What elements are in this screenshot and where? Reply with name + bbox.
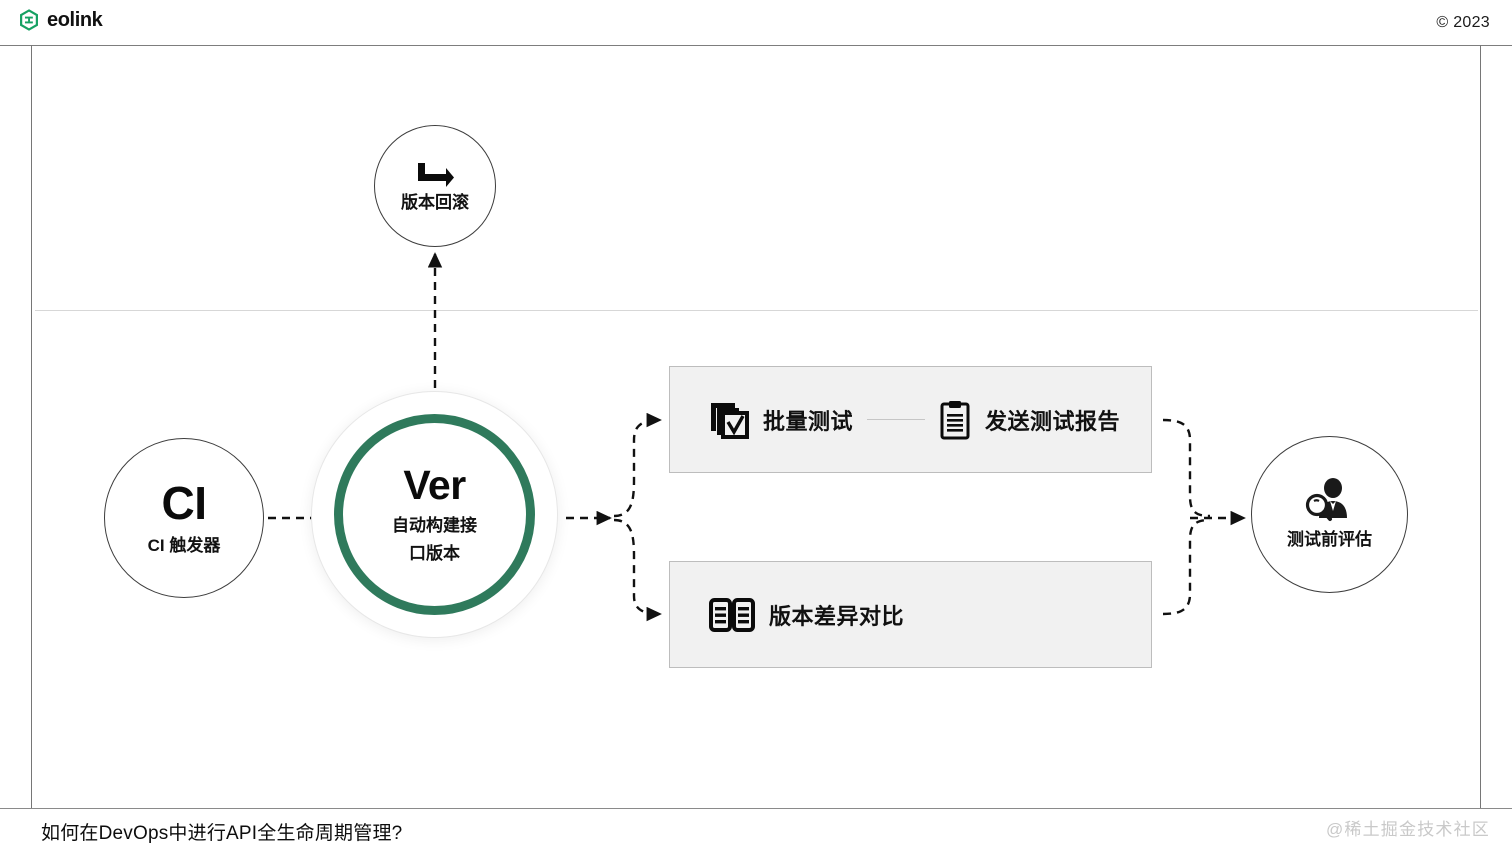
node-label-line2: 口版本 xyxy=(409,544,460,563)
panel-item-link xyxy=(867,418,926,421)
node-label-line1: 自动构建接 xyxy=(392,516,477,535)
node-label: CI 触发器 xyxy=(147,535,221,555)
connector-diff-panel-to-merge xyxy=(1162,518,1211,616)
rollback-arrow-icon xyxy=(418,163,454,187)
panel-item-send-report[interactable]: 发送测试报告 xyxy=(939,400,1120,440)
node-label: 测试前评估 xyxy=(1287,529,1372,549)
brand-name: eolink xyxy=(47,9,103,31)
connector-branch-to-diff-panel xyxy=(613,518,662,622)
node-version-build[interactable]: Ver 自动构建接 口版本 xyxy=(334,414,535,615)
node-label: 版本回滚 xyxy=(401,193,469,212)
frame-bottom-rule xyxy=(0,808,1512,809)
brand-logo: eolink xyxy=(18,9,103,31)
frame-right-rule xyxy=(1480,45,1481,809)
connector-test-panel-to-merge xyxy=(1162,418,1211,518)
frame-middle-rule xyxy=(35,310,1478,311)
panel-version-diff[interactable]: 版本差异对比 xyxy=(669,561,1152,668)
connector-branch-to-test-panel xyxy=(613,412,662,518)
version-compare-icon xyxy=(709,597,755,632)
watermark-text: @稀土掘金技术社区 xyxy=(1325,820,1490,839)
node-version-rollback[interactable]: 版本回滚 xyxy=(374,125,496,247)
panel-item-label: 批量测试 xyxy=(763,408,854,434)
panel-item-batch-test[interactable]: 批量测试 xyxy=(709,401,853,439)
clipboard-report-icon xyxy=(940,400,970,439)
node-pre-test-evaluation[interactable]: 测试前评估 xyxy=(1251,436,1408,593)
panel-testing[interactable]: 批量测试 发送测试报告 xyxy=(669,366,1152,473)
batch-checklist-icon xyxy=(711,402,749,439)
node-title: CI xyxy=(161,476,208,529)
copyright-text: © 2023 xyxy=(1436,14,1490,31)
node-title: Ver xyxy=(403,462,466,508)
person-magnifier-icon xyxy=(1305,477,1347,521)
panel-item-label: 版本差异对比 xyxy=(769,603,905,629)
eolink-hex-logo-icon xyxy=(20,9,38,31)
panel-item-version-compare[interactable]: 版本差异对比 xyxy=(709,597,904,633)
slide-caption: 如何在DevOps中进行API全生命周期管理? xyxy=(41,823,403,844)
frame-top-rule xyxy=(0,45,1512,46)
node-ci-trigger[interactable]: CI CI 触发器 xyxy=(104,438,264,598)
panel-item-label: 发送测试报告 xyxy=(985,408,1121,434)
frame-left-rule xyxy=(31,45,32,809)
